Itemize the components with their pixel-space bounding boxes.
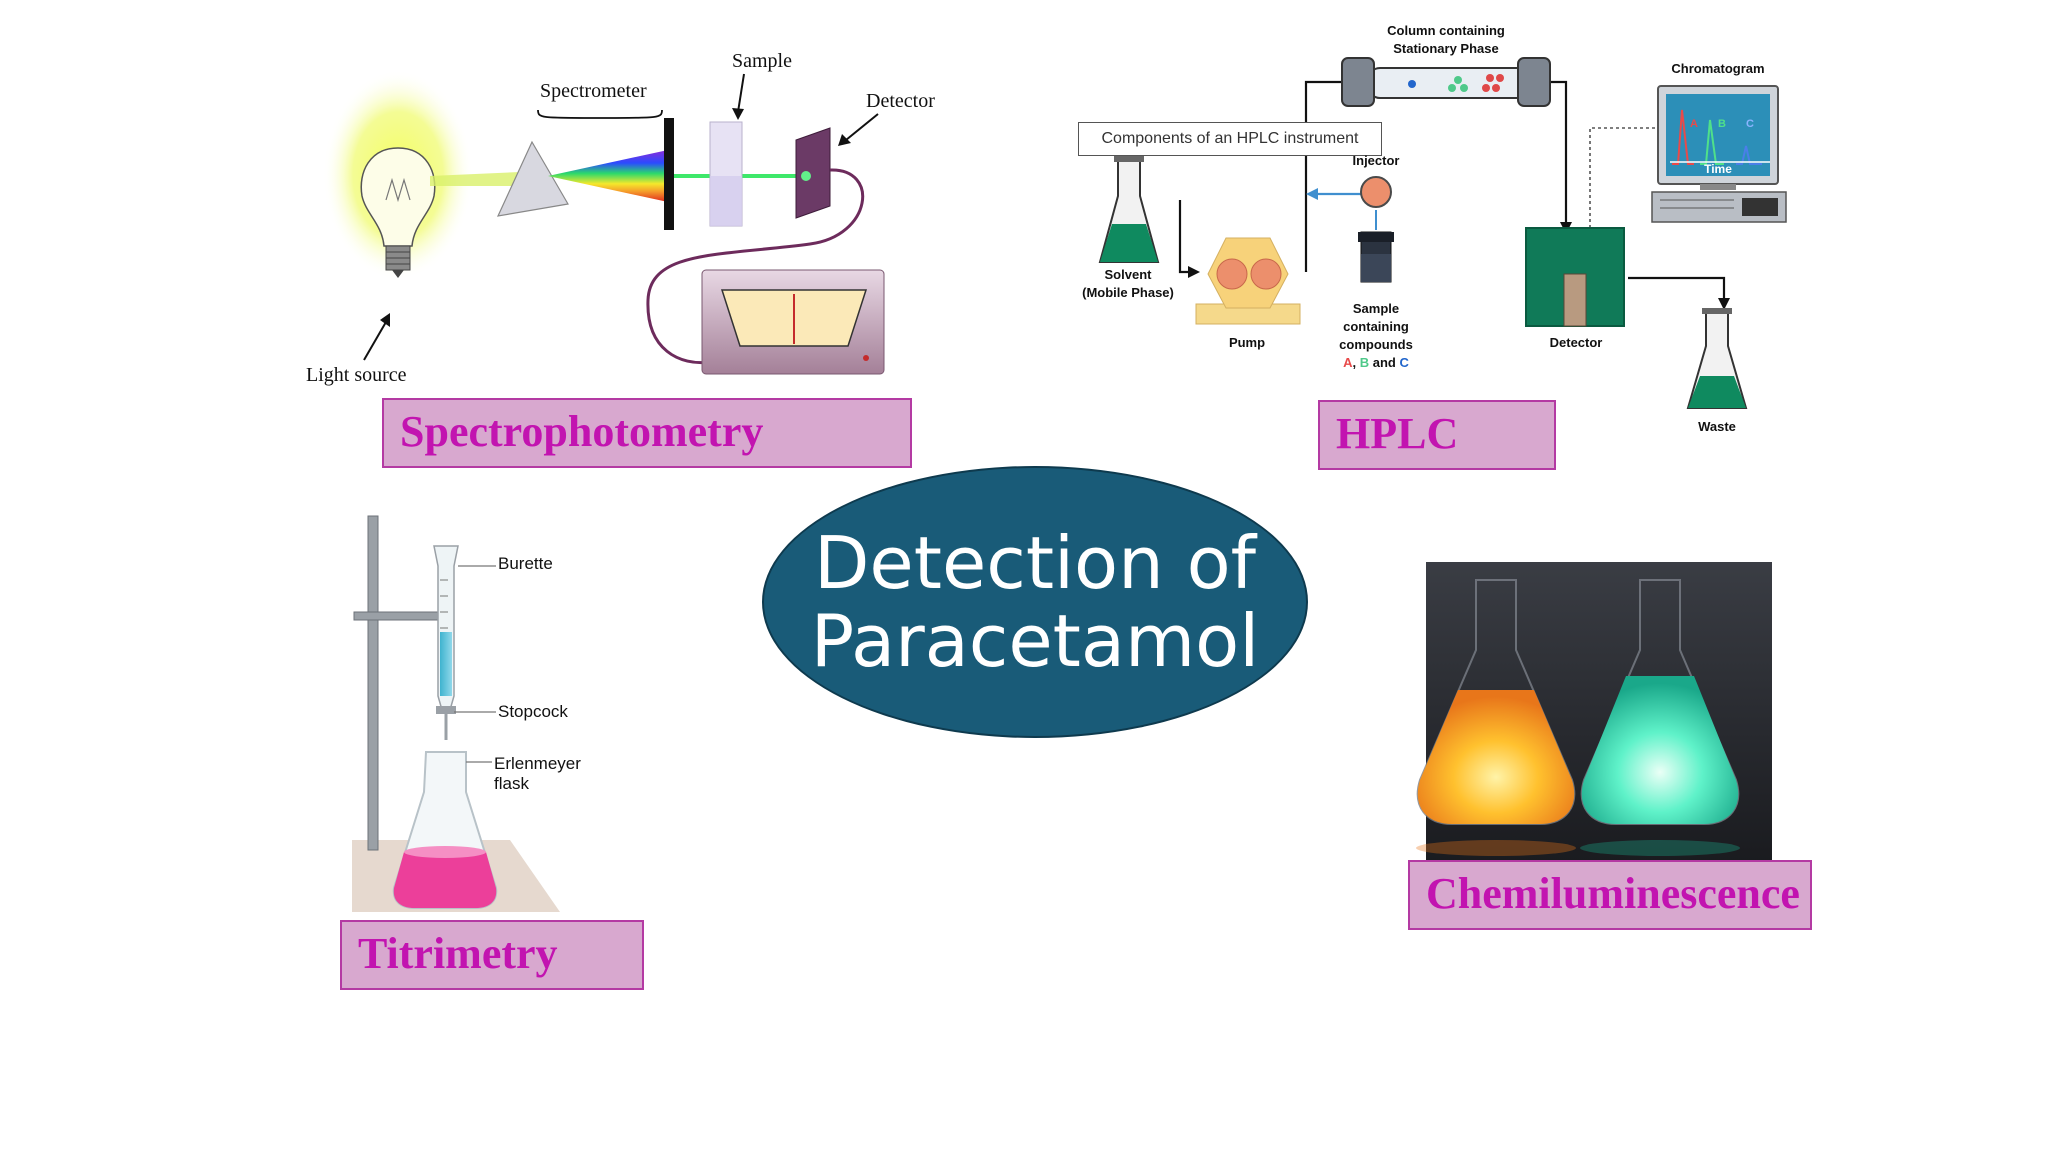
stand-rod [367, 515, 379, 851]
center-ellipse: Detection of Paracetamol [762, 466, 1308, 738]
white-light-beam [430, 172, 520, 186]
pump-icon [1195, 237, 1301, 325]
detector-plate [795, 127, 831, 219]
compound-comma: , [1352, 355, 1357, 370]
compound-c-label: C [1399, 355, 1409, 370]
sample-vial-icon [1358, 231, 1394, 283]
detector-cable [646, 168, 865, 365]
sample-compounds-line2: containing [1343, 319, 1409, 334]
solvent-flask-icon [1098, 156, 1160, 263]
light-source-label: Light source [306, 364, 407, 386]
burette-label: Burette [498, 554, 553, 573]
compound-b-label: B [1359, 355, 1370, 370]
computer-icon [1651, 85, 1787, 223]
stopcock-icon [436, 706, 456, 714]
injector-label: Injector [1352, 153, 1400, 168]
flask-label: Erlenmeyer flask [494, 754, 581, 794]
waste-flask-icon [1686, 308, 1748, 409]
titrimetry-title: Titrimetry [340, 920, 644, 990]
compound-and: and [1372, 355, 1396, 370]
prism-icon [496, 140, 569, 217]
stopcock-label: Stopcock [498, 702, 568, 721]
column-label-line1: Column containing [1387, 23, 1505, 38]
sample-compounds-label: Sample containing compounds A, B and C [1316, 300, 1436, 372]
hplc-detector-label: Detector [1549, 335, 1603, 350]
injector-icon [1360, 176, 1392, 208]
orange-glowing-flask [1416, 579, 1576, 825]
chemiluminescence-title: Chemiluminescence [1408, 860, 1812, 930]
pump-label: Pump [1228, 335, 1266, 350]
center-title-line2: Paracetamol [810, 599, 1260, 683]
slit [664, 118, 674, 230]
light-bulb-icon [360, 147, 436, 278]
column-label-line2: Stationary Phase [1393, 41, 1499, 56]
waste-label: Waste [1698, 419, 1736, 434]
column-label: Column containing Stationary Phase [1356, 22, 1536, 58]
sample-compounds-line3: compounds [1339, 337, 1413, 352]
sample-compounds-line4: A, B and C [1316, 354, 1436, 372]
hplc-title: HPLC [1318, 400, 1556, 470]
hplc-caption: Components of an HPLC instrument [1078, 122, 1382, 156]
spectrometer-label: Spectrometer [540, 80, 647, 102]
solvent-label: Solvent (Mobile Phase) [1068, 266, 1188, 302]
compound-a-label: A [1343, 355, 1353, 370]
chromatogram-label: Chromatogram [1671, 61, 1765, 76]
erlenmeyer-flask-icon [392, 751, 498, 909]
sample-label: Sample [732, 50, 792, 72]
peak-b-label: B [1718, 118, 1726, 130]
peak-a-label: A [1690, 118, 1698, 130]
column-icon [1341, 57, 1551, 107]
sample-compounds-line1: Sample [1352, 301, 1400, 316]
hplc-detector-icon [1525, 227, 1625, 327]
detector-label: Detector [866, 90, 935, 112]
solvent-label-line2: (Mobile Phase) [1082, 285, 1174, 300]
time-label: Time [1704, 162, 1732, 176]
green-glowing-flask [1580, 579, 1740, 825]
burette-icon [433, 545, 459, 740]
spectrophotometry-title: Spectrophotometry [382, 398, 912, 468]
spectrum-beam [548, 150, 668, 202]
flask-label-line2: flask [494, 774, 529, 793]
peak-c-label: C [1746, 118, 1754, 130]
solvent-label-line1: Solvent [1104, 267, 1152, 282]
center-title-line1: Detection of [813, 521, 1257, 605]
flask-label-line1: Erlenmeyer [494, 754, 581, 773]
